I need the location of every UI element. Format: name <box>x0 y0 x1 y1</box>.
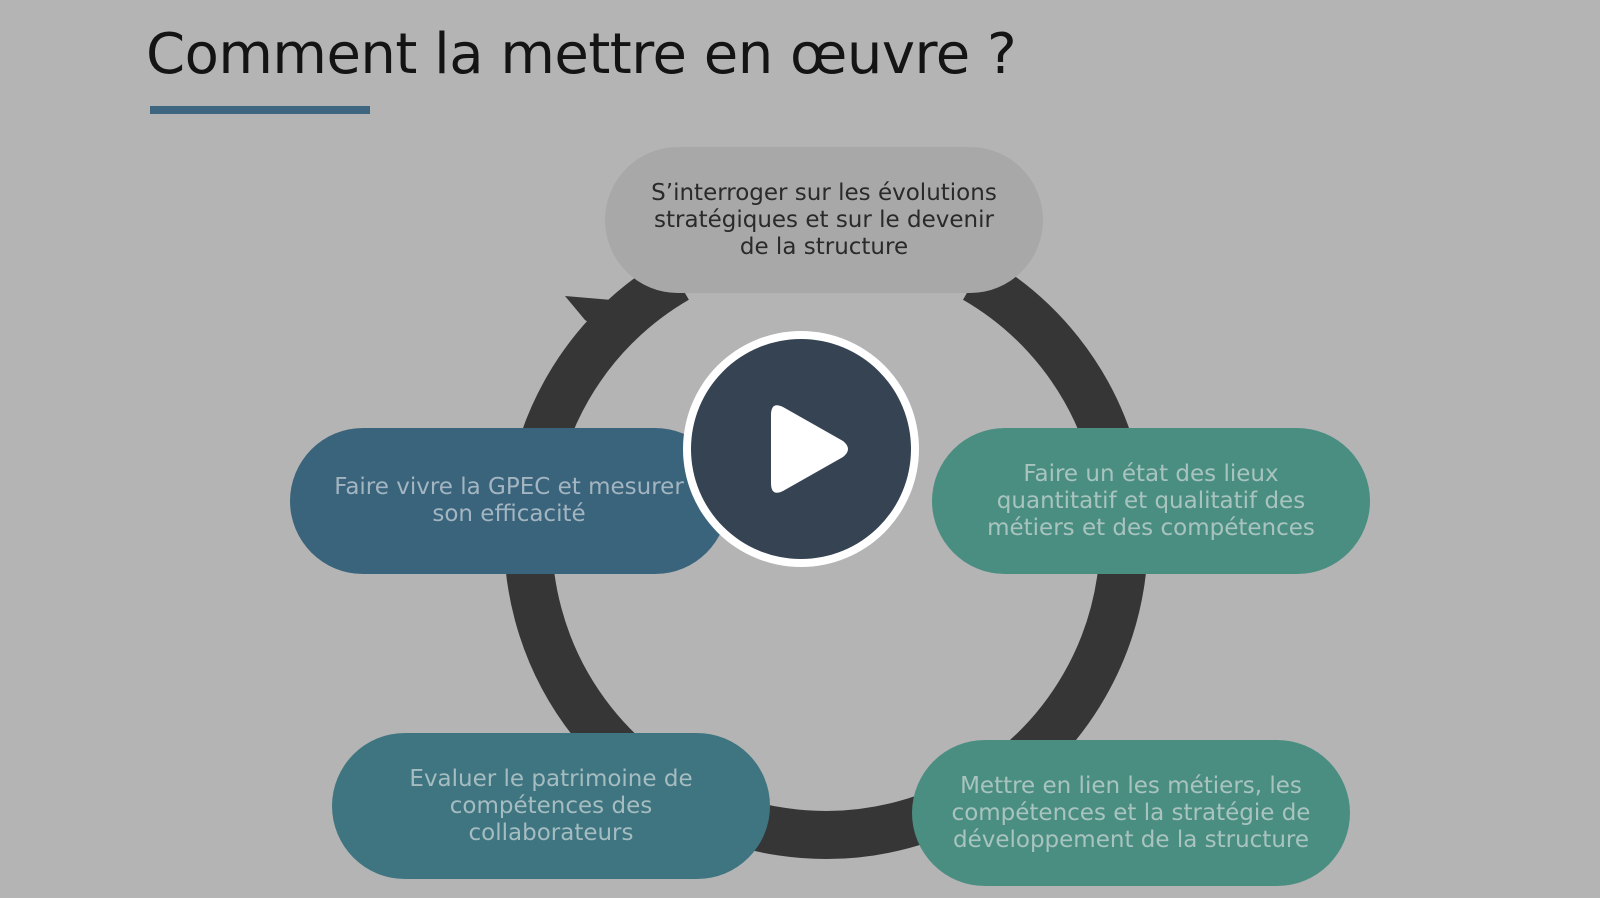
step-right-line-2: quantitatif et qualitatif des <box>996 487 1306 514</box>
step-bottom-right-line-2: compétences et la stratégie de <box>951 799 1311 826</box>
step-right-line-1: Faire un état des lieux <box>1023 460 1279 487</box>
step-left-line-1: Faire vivre la GPEC et mesurer <box>334 474 684 500</box>
step-bottom-left-line-2: compétences des <box>449 792 653 819</box>
cycle-arrowhead-icon <box>565 296 622 350</box>
step-left-line-2: son efficacité <box>432 501 586 527</box>
cycle-step-bottom-left: Evaluer le patrimoine de compétences des… <box>332 733 770 879</box>
step-top-line-2: stratégiques et sur le devenir <box>654 206 994 233</box>
step-right-line-3: métiers et des compétences <box>987 514 1315 541</box>
cycle-step-right: Faire un état des lieux quantitatif et q… <box>932 428 1370 574</box>
slide-title: Comment la mettre en œuvre ? <box>146 22 1017 87</box>
video-play-button[interactable] <box>683 331 919 567</box>
title-underline <box>150 106 370 114</box>
cycle-step-top: S’interroger sur les évolutions stratégi… <box>605 147 1043 293</box>
cycle-step-left: Faire vivre la GPEC et mesurer son effic… <box>290 428 728 574</box>
cycle-step-bottom-right: Mettre en lien les métiers, les compéten… <box>912 740 1350 886</box>
step-bottom-right-line-3: développement de la structure <box>952 826 1310 853</box>
step-bottom-left-line-1: Evaluer le patrimoine de <box>409 765 693 792</box>
step-top-line-3: de la structure <box>739 233 909 260</box>
step-bottom-left-line-3: collaborateurs <box>468 819 634 846</box>
play-icon[interactable] <box>683 331 919 567</box>
step-bottom-right-line-1: Mettre en lien les métiers, les <box>960 772 1302 799</box>
step-top-line-1: S’interroger sur les évolutions <box>651 179 997 206</box>
